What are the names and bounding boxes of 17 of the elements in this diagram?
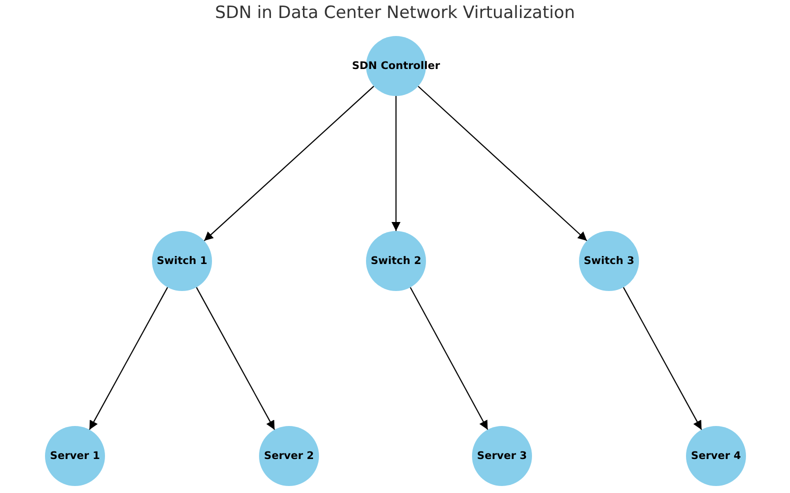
node-label: Switch 3 [582,254,636,269]
node-label: Server 3 [476,449,528,464]
arrow [622,287,702,430]
node-label: Server 4 [690,449,742,464]
node-label: SDN Controller [351,59,441,74]
node-label: Switch 1 [156,254,208,269]
node-circle [351,36,441,96]
diagram-title: SDN in Data Center Network Virtualization [214,3,576,23]
arrow [418,86,588,242]
arrow [410,287,488,430]
node-label: Server 2 [263,449,315,464]
node-label: Server 1 [49,449,101,464]
arrow [204,86,374,242]
arrow [88,287,168,430]
arrow [392,96,400,231]
arrow [196,287,276,430]
node-label: Switch 2 [370,254,422,269]
